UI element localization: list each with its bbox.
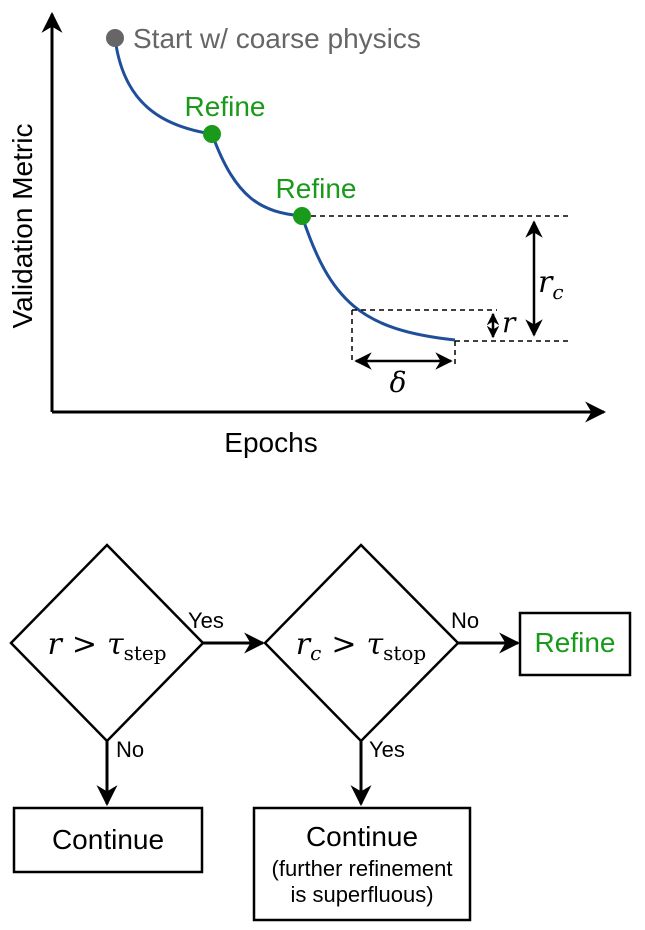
continue-superfluous-note-1: (further refinement (272, 856, 453, 881)
edge-yes-label-1: Yes (188, 608, 224, 633)
edge-no-label-1: No (116, 737, 144, 762)
refine-box (518, 611, 632, 677)
rc-label: rc (538, 265, 564, 304)
validation-curve (113, 37, 456, 342)
continue-superfluous-note-2: is superfluous) (290, 882, 433, 907)
r-label: r (502, 306, 517, 339)
edge-no-label-2: No (451, 608, 479, 633)
continue-box (12, 806, 204, 874)
decision-stop-condition: rc>τstop (296, 627, 426, 665)
refine-point-1 (203, 125, 221, 143)
decision-step-condition: r>τstep (47, 627, 166, 665)
continue-superfluous-box (252, 806, 472, 922)
y-axis-label: Validation Metric (7, 124, 38, 329)
refine-label-1: Refine (185, 91, 266, 122)
decision-flowchart: r>τstep rc>τstop Yes No No Yes Refine Co… (9, 543, 632, 922)
start-label: Start w/ coarse physics (133, 23, 421, 54)
continue-superfluous-title: Continue (306, 821, 418, 852)
start-point (106, 29, 124, 47)
validation-plot: Validation Metric Epochs rc r δ Start w/… (7, 11, 607, 458)
refine-box-label: Refine (535, 627, 616, 658)
decision-diamond-stop (263, 543, 460, 743)
refine-label-2: Refine (276, 173, 357, 204)
x-axis-label: Epochs (224, 427, 317, 458)
refine-point-2 (293, 207, 311, 225)
edge-yes-label-2: Yes (369, 737, 405, 762)
continue-box-label: Continue (52, 824, 164, 855)
delta-label: δ (390, 366, 407, 399)
